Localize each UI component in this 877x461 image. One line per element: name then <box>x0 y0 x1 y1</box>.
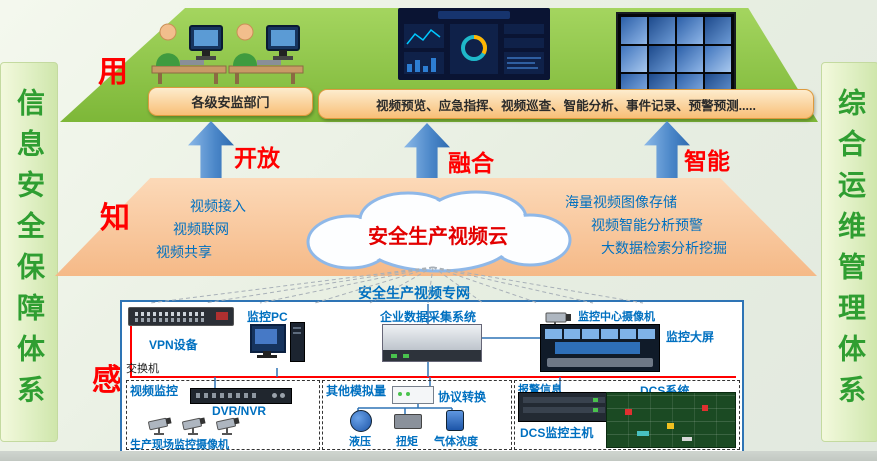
slide-edge <box>0 451 877 461</box>
right-banner: 综合运维管理体系 <box>821 62 877 442</box>
arrow-label-intelligent: 智能 <box>684 148 730 174</box>
arrow-label-fusion: 融合 <box>448 150 494 176</box>
layer-label-know: 知 <box>100 202 130 235</box>
functions-box-label: 视频预览、应急指挥、视频巡查、智能分析、事件记录、预警预测..... <box>376 98 756 113</box>
know-right-item: 海量视频图像存储 <box>565 194 677 210</box>
workstation-icon <box>151 23 227 84</box>
big-screen-label: 监控大屏 <box>666 330 715 344</box>
collector-icon <box>382 324 482 362</box>
up-arrow-icon <box>188 121 234 179</box>
dcs-host-label: DCS监控主机 <box>520 426 594 440</box>
know-right-item: 视频智能分析预警 <box>591 217 703 233</box>
dvr-icon <box>190 388 292 404</box>
arrow-label-open: 开放 <box>234 145 280 171</box>
up-arrow-icon <box>404 123 450 181</box>
know-left-item: 视频共享 <box>156 244 212 260</box>
cloud-icon <box>306 190 572 273</box>
switch-ports <box>135 318 205 322</box>
center-camera-label: 监控中心摄像机 <box>578 311 655 323</box>
dashboard-image <box>398 8 550 80</box>
dvr-label: DVR/NVR <box>212 404 267 418</box>
vpn-label: VPN设备 <box>149 338 198 352</box>
cloud-shape: 安全生产视频云 <box>288 184 588 276</box>
site-camera-icon <box>216 417 240 435</box>
right-banner-text: 综合运维管理体系 <box>835 88 866 416</box>
analog-group-box <box>322 380 512 450</box>
switch-icon <box>128 307 234 326</box>
dept-box: 各级安监部门 <box>148 87 313 116</box>
dept-box-label: 各级安监部门 <box>191 95 270 110</box>
know-right-item: 大数据检索分析挖掘 <box>601 240 727 256</box>
know-left-item: 视频接入 <box>190 198 246 214</box>
cloud-title: 安全生产视频云 <box>368 226 508 248</box>
site-camera-icon <box>182 417 206 435</box>
gas-sensor-icon <box>446 410 464 431</box>
analog-group-title: 其他模拟量 <box>326 384 387 398</box>
torque-sensor-icon <box>394 414 422 429</box>
protocol-converter-icon <box>392 386 434 404</box>
video-group-box <box>126 380 320 450</box>
sensor-label-hydraulic: 液压 <box>349 436 371 448</box>
functions-box: 视频预览、应急指挥、视频巡查、智能分析、事件记录、预警预测..... <box>318 89 814 119</box>
pc-label: 监控PC <box>247 310 288 324</box>
sensor-label-gas: 气体浓度 <box>434 436 478 448</box>
collector-label: 企业数据采集系统 <box>380 310 477 324</box>
left-banner: 信息安全保障体系 <box>0 62 58 442</box>
layer-label-sense: 感 <box>92 364 122 397</box>
switch-led <box>216 312 228 320</box>
switch-ports <box>135 312 205 316</box>
left-banner-text: 信息安全保障体系 <box>14 88 45 416</box>
layer-label-use: 用 <box>98 56 128 89</box>
site-cameras-label: 生产现场监控摄像机 <box>130 439 229 451</box>
workstation-icon <box>228 23 304 84</box>
control-room-image <box>540 324 660 372</box>
know-left-item: 视频联网 <box>173 221 229 237</box>
video-group-title: 视频监控 <box>130 384 179 398</box>
dcs-screen-image <box>606 392 736 448</box>
dcs-group-box <box>514 380 740 450</box>
site-camera-icon <box>148 417 172 435</box>
hydraulic-sensor-icon <box>350 410 372 432</box>
protocol-label: 协议转换 <box>438 390 487 404</box>
pc-icon <box>250 322 305 368</box>
dcs-host-icon <box>518 392 610 422</box>
switch-label: 交换机 <box>126 363 159 375</box>
sensor-label-torque: 扭矩 <box>396 436 418 448</box>
